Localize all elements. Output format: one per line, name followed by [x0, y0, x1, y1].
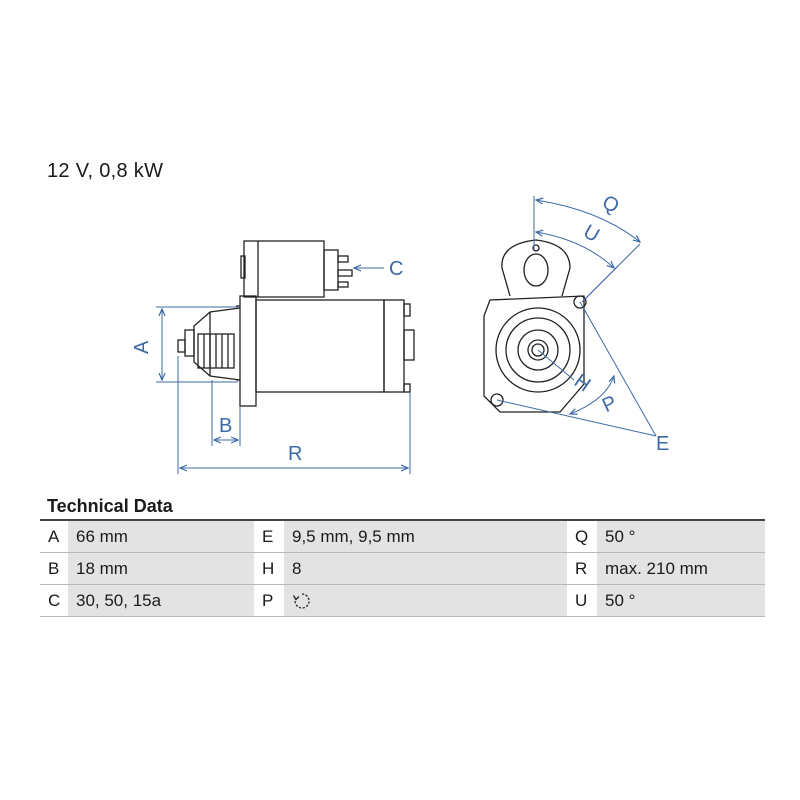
spec-key: P — [254, 584, 284, 617]
spec-value: 66 mm — [68, 519, 254, 553]
product-title: 12 V, 0,8 kW — [47, 160, 164, 182]
end-flange — [483, 295, 585, 413]
dim-label-P: P — [599, 392, 620, 418]
spec-key: C — [40, 584, 68, 617]
spec-key: Q — [567, 519, 597, 553]
spec-key: U — [567, 584, 597, 617]
clockwise-rotation-icon — [292, 593, 310, 609]
spec-key: E — [254, 519, 284, 553]
dim-label-B: B — [219, 415, 232, 437]
starter-technical-drawing: A B C R Q U H P E — [131, 191, 669, 474]
dim-label-U: U — [579, 221, 603, 247]
spec-value: 30, 50, 15a — [68, 584, 254, 617]
spec-value-rotation — [284, 584, 567, 617]
top-mounting-ear — [501, 239, 571, 297]
spec-key: A — [40, 519, 68, 553]
mounting-flange — [239, 295, 257, 407]
spec-key: R — [567, 552, 597, 585]
spec-key: B — [40, 552, 68, 585]
side-view — [177, 240, 415, 407]
solenoid-body — [243, 240, 325, 298]
dim-label-R: R — [288, 443, 302, 465]
dim-label-C: C — [389, 258, 403, 280]
dim-label-E: E — [656, 433, 669, 455]
dim-label-Q: Q — [598, 191, 622, 218]
technical-data-title: Technical Data — [47, 496, 173, 516]
spec-value: 18 mm — [68, 552, 254, 585]
table-row: A 66 mm E 9,5 mm, 9,5 mm Q 50 ° — [40, 519, 765, 553]
dim-label-A: A — [131, 340, 153, 354]
pinion-end — [527, 339, 549, 361]
spec-value: 50 ° — [597, 519, 765, 553]
table-row: B 18 mm H 8 R max. 210 mm — [40, 552, 765, 585]
spec-value: max. 210 mm — [597, 552, 765, 585]
technical-data-table: A 66 mm E 9,5 mm, 9,5 mm Q 50 ° B 18 mm … — [40, 519, 765, 617]
table-row: C 30, 50, 15a P U 50 ° — [40, 584, 765, 617]
end-view-dimensions — [496, 196, 657, 437]
dim-label-H: H — [570, 370, 594, 396]
spec-value: 9,5 mm, 9,5 mm — [284, 519, 567, 553]
spec-key: H — [254, 552, 284, 585]
motor-housing — [255, 299, 385, 393]
drive-housing-ring — [495, 307, 581, 393]
side-view-dimensions — [156, 268, 411, 474]
spec-value: 50 ° — [597, 584, 765, 617]
spec-value: 8 — [284, 552, 567, 585]
